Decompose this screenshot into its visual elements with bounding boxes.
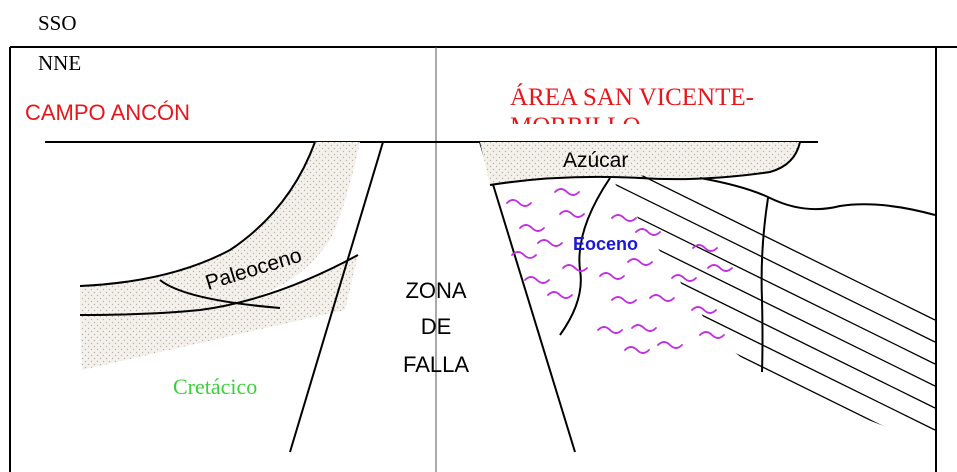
- fault-zone-line-3: FALLA: [403, 352, 469, 377]
- eoceno-fault-contact: [559, 177, 611, 336]
- azucar-base-contact: [489, 141, 801, 186]
- left-block-contacts: [79, 141, 359, 316]
- eoceno-label: Eoceno: [573, 234, 638, 254]
- paleoceno-inner-contact: [159, 279, 281, 309]
- azucar-label: Azúcar: [563, 149, 628, 172]
- area-label-clip: MORRILLO: [510, 113, 641, 140]
- right-fault-line: [479, 141, 576, 453]
- frame: [9, 46, 957, 472]
- left-fault-line: [289, 141, 384, 453]
- eoceno-wave-symbols: [506, 188, 733, 354]
- paleoceno-upper-contact: [79, 141, 316, 287]
- fault-zone-line-1: ZONA: [405, 278, 466, 303]
- fault-zone-line-2: DE: [421, 314, 452, 339]
- orientation-right-label: NNE: [38, 51, 81, 75]
- paleoceno-lower-fill: [80, 255, 358, 370]
- cretacico-label: Cretácico: [173, 374, 257, 399]
- right-block-contacts: [559, 177, 936, 373]
- area-morrillo-label: MORRILLO: [510, 113, 641, 140]
- azucar-unit-fill: [480, 142, 800, 185]
- fault-lines: [289, 141, 576, 453]
- orientation-left-label: SSO: [38, 11, 77, 35]
- campo-ancon-label: CAMPO ANCÓN: [25, 100, 190, 125]
- paleoceno-lower-contact: [79, 254, 359, 316]
- area-san-vicente-label: ÁREA SAN VICENTE-: [510, 83, 754, 111]
- paleoceno-band-fill: [80, 142, 360, 315]
- thrust-plane-contact: [760, 197, 769, 373]
- upper-surface-contact: [699, 177, 936, 216]
